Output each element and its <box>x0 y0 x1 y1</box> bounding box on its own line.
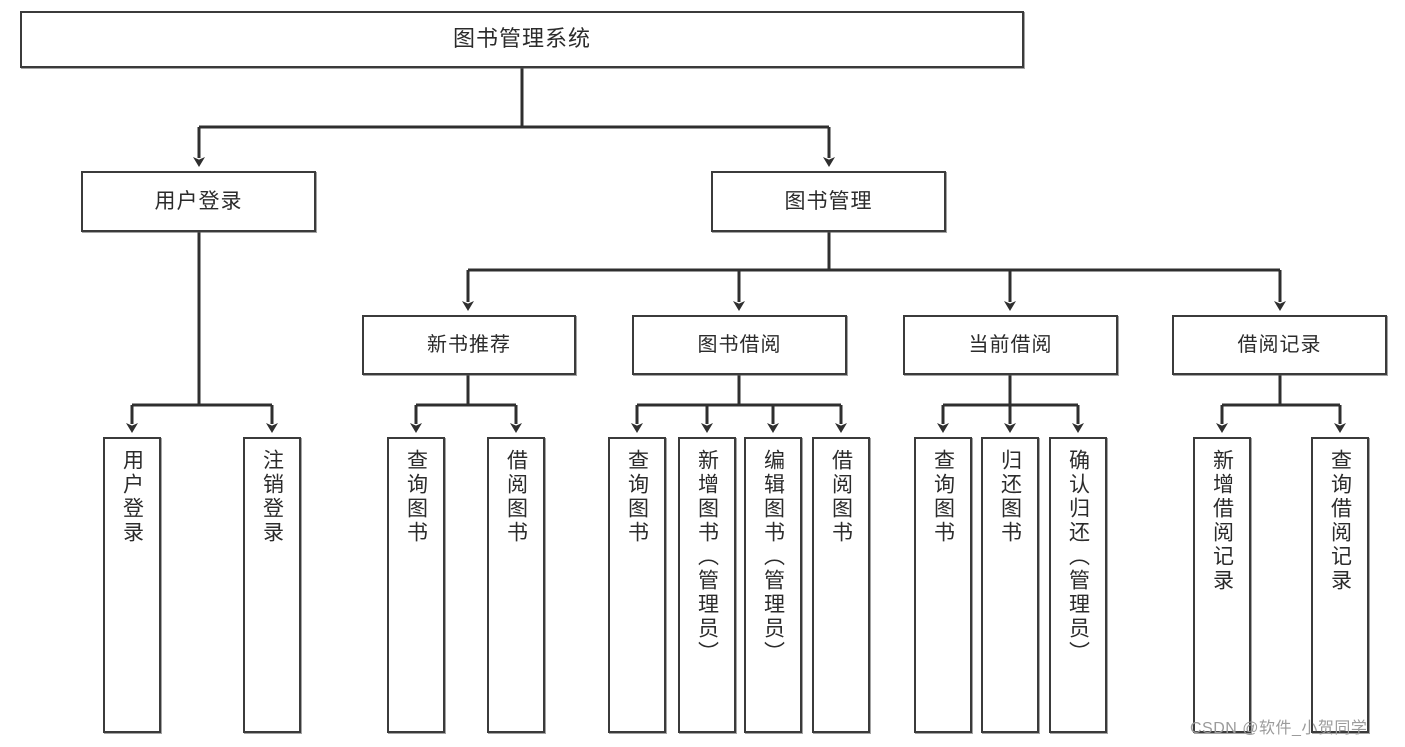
leaf-add-borrow-record[interactable]: 新增借阅记录 <box>1193 437 1251 733</box>
node-label: 借阅图书 <box>504 449 528 545</box>
node-label: 用户登录 <box>120 449 144 545</box>
node-label: 当前借阅 <box>968 334 1053 356</box>
node-label: 用户登录 <box>154 189 243 213</box>
leaf-query-book-borrow[interactable]: 查询图书 <box>608 437 666 733</box>
node-label: 借阅图书 <box>829 449 853 545</box>
node-label: 借阅记录 <box>1237 334 1322 356</box>
node-label: 注销登录 <box>260 449 284 545</box>
leaf-borrow-book-recommend[interactable]: 借阅图书 <box>487 437 545 733</box>
leaf-add-book-admin[interactable]: 新增图书（管理员） <box>678 437 736 733</box>
node-label: 编辑图书（管理员） <box>761 449 785 665</box>
leaf-confirm-return-admin[interactable]: 确认归还（管理员） <box>1049 437 1107 733</box>
node-label: 图书管理系统 <box>452 26 591 52</box>
node-label: 查询图书 <box>625 449 649 545</box>
node-root-system[interactable]: 图书管理系统 <box>20 11 1024 68</box>
leaf-return-book[interactable]: 归还图书 <box>981 437 1039 733</box>
node-label: 查询借阅记录 <box>1328 449 1352 593</box>
node-label: 新增图书（管理员） <box>695 449 719 665</box>
leaf-logout[interactable]: 注销登录 <box>243 437 301 733</box>
node-new-book-recommend[interactable]: 新书推荐 <box>362 315 576 375</box>
node-label: 查询图书 <box>931 449 955 545</box>
node-label: 归还图书 <box>998 449 1022 545</box>
node-label: 图书管理 <box>784 189 873 213</box>
node-label: 确认归还（管理员） <box>1066 449 1090 665</box>
node-user-login[interactable]: 用户登录 <box>81 171 316 232</box>
node-book-manage[interactable]: 图书管理 <box>711 171 946 232</box>
leaf-edit-book-admin[interactable]: 编辑图书（管理员） <box>744 437 802 733</box>
node-label: 图书借阅 <box>697 334 782 356</box>
node-book-borrow[interactable]: 图书借阅 <box>632 315 847 375</box>
node-label: 新增借阅记录 <box>1210 449 1234 593</box>
leaf-borrow-book[interactable]: 借阅图书 <box>812 437 870 733</box>
leaf-query-book-recommend[interactable]: 查询图书 <box>387 437 445 733</box>
csdn-watermark: CSDN @软件_小贺同学 <box>1190 720 1368 737</box>
node-label: 查询图书 <box>404 449 428 545</box>
leaf-query-borrow-record[interactable]: 查询借阅记录 <box>1311 437 1369 733</box>
leaf-query-book-current[interactable]: 查询图书 <box>914 437 972 733</box>
leaf-user-login[interactable]: 用户登录 <box>103 437 161 733</box>
node-label: 新书推荐 <box>427 334 511 356</box>
node-current-borrow[interactable]: 当前借阅 <box>903 315 1118 375</box>
node-borrow-record[interactable]: 借阅记录 <box>1172 315 1387 375</box>
